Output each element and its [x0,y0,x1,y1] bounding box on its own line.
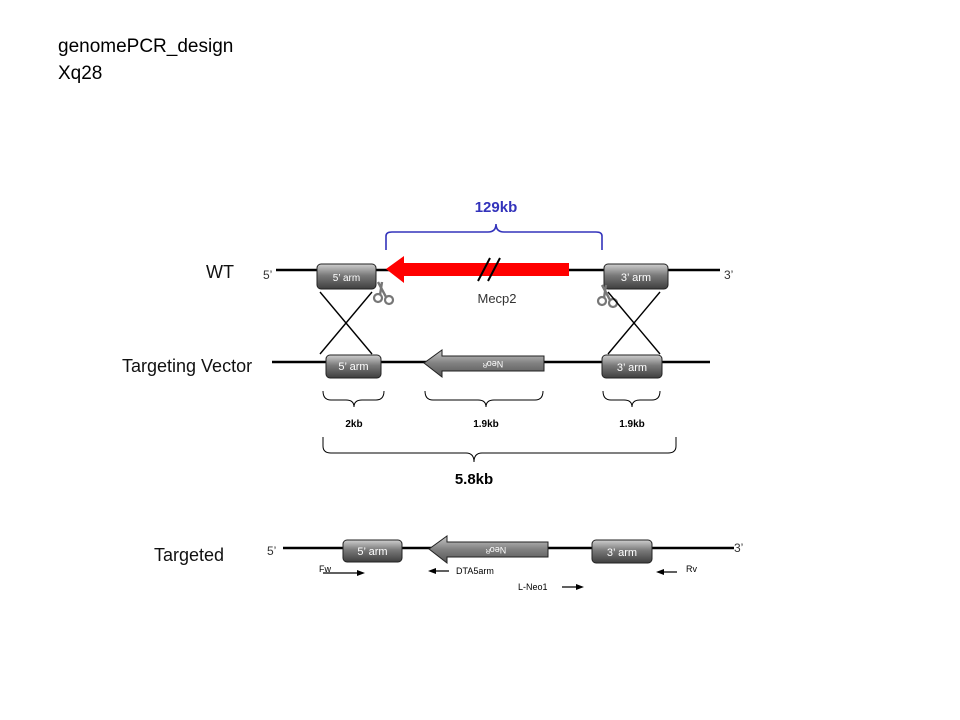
row-label-targeting-vector: Targeting Vector [122,356,253,376]
wt-3-arm-box: 3’ arm [603,263,669,290]
vector-3-arm-label: 3’ arm [617,362,647,374]
crossover-5-arm [319,291,373,355]
primer-rv-arrow [656,569,677,575]
targeted-5-arm-box: 5’ arm [342,539,403,563]
targeted-3prime-label: 3’ [734,541,744,555]
targeted-5-arm-label: 5’ arm [357,546,387,558]
brace-5-arm [322,390,385,408]
brace-neo [424,390,544,408]
row-label-wt: WT [206,262,234,282]
brace-total [322,437,677,463]
primer-dta-arrow [428,568,449,574]
targeted-3-arm-label: 3’ arm [607,547,637,559]
deletion-size-label: 129kb [475,199,518,216]
targeted-3-arm-box: 3’ arm [591,539,653,564]
primer-rv-label: Rv [686,564,697,574]
targeted-5prime-label: 5’ [267,544,277,558]
primer-fw-arrow [323,570,365,576]
crossover-3-arm [607,291,661,355]
size-total: 5.8kb [455,471,493,488]
wt-3prime-label: 3’ [724,268,734,282]
targeted-neo-label: Neoᴿ [486,545,507,555]
vector-neo-label: Neoᴿ [483,359,504,369]
scissors-icon [372,281,395,306]
wt-3-arm-label: 3’ arm [621,272,651,284]
vector-3-arm-box: 3’ arm [601,354,663,379]
primer-lneo-label: L-Neo1 [518,582,548,592]
size-3-arm: 1.9kb [619,419,645,430]
brace-3-arm [602,390,661,408]
vector-5-arm-label: 5’ arm [338,361,368,373]
wt-5-arm-label: 5’ arm [333,273,360,284]
size-neo: 1.9kb [473,419,499,430]
break-mark [477,257,501,282]
title-line1: genomePCR_design [58,36,234,57]
deletion-bracket [385,223,603,250]
wt-5-arm-box: 5’ arm [316,263,377,290]
wt-5prime-label: 5’ [263,268,273,282]
targeted-neo-arrow: Neoᴿ [428,535,549,565]
size-5-arm: 2kb [345,419,362,430]
primer-dta-label: DTA5arm [456,566,494,576]
title-line2: Xq28 [58,63,103,84]
primer-lneo-arrow [562,584,584,590]
mecp2-gene-arrow [386,256,569,283]
vector-5-arm-box: 5’ arm [325,354,382,379]
primer-fw-label: Fw [319,564,331,574]
vector-neo-arrow: Neoᴿ [423,349,545,379]
gene-name-label: Mecp2 [477,291,516,306]
row-label-targeted: Targeted [154,545,225,565]
